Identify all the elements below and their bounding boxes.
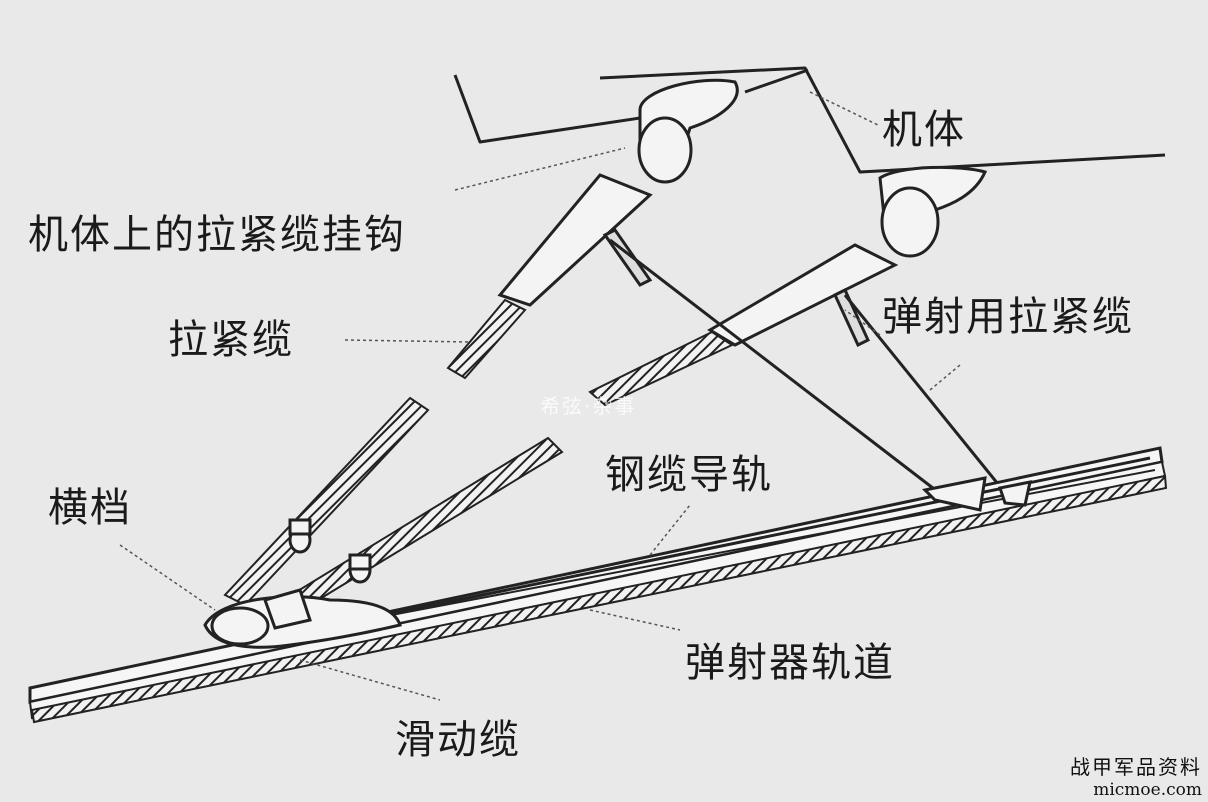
label-crossbar: 横档 (48, 485, 132, 531)
label-cable-guide-rail: 钢缆导轨 (605, 452, 773, 498)
label-sliding-cable: 滑动缆 (395, 717, 521, 763)
airframe-outline (453, 66, 1166, 174)
airframe-hooks (637, 78, 988, 258)
crossbar-shuttle (203, 588, 402, 649)
leader-lines (119, 91, 961, 701)
label-catapult-track: 弹射器轨道 (685, 640, 895, 686)
label-airframe: 机体 (882, 107, 966, 153)
tension-cable-connectors (497, 173, 899, 348)
label-tension-cable: 拉紧缆 (168, 317, 294, 363)
catapult-track (28, 446, 1168, 724)
tension-cables (223, 298, 735, 622)
corner-watermark-url: micmoe.com (1093, 780, 1202, 800)
guide-rail-clips (921, 476, 1032, 512)
corner-watermark-cn: 战甲军品资料 (1070, 755, 1202, 779)
label-hook: 机体上的拉紧缆挂钩 (28, 212, 406, 258)
center-watermark: 希弦·杂事 (540, 394, 637, 418)
cable-clamps (288, 518, 372, 584)
label-launch-tension-cable: 弹射用拉紧缆 (882, 294, 1134, 340)
